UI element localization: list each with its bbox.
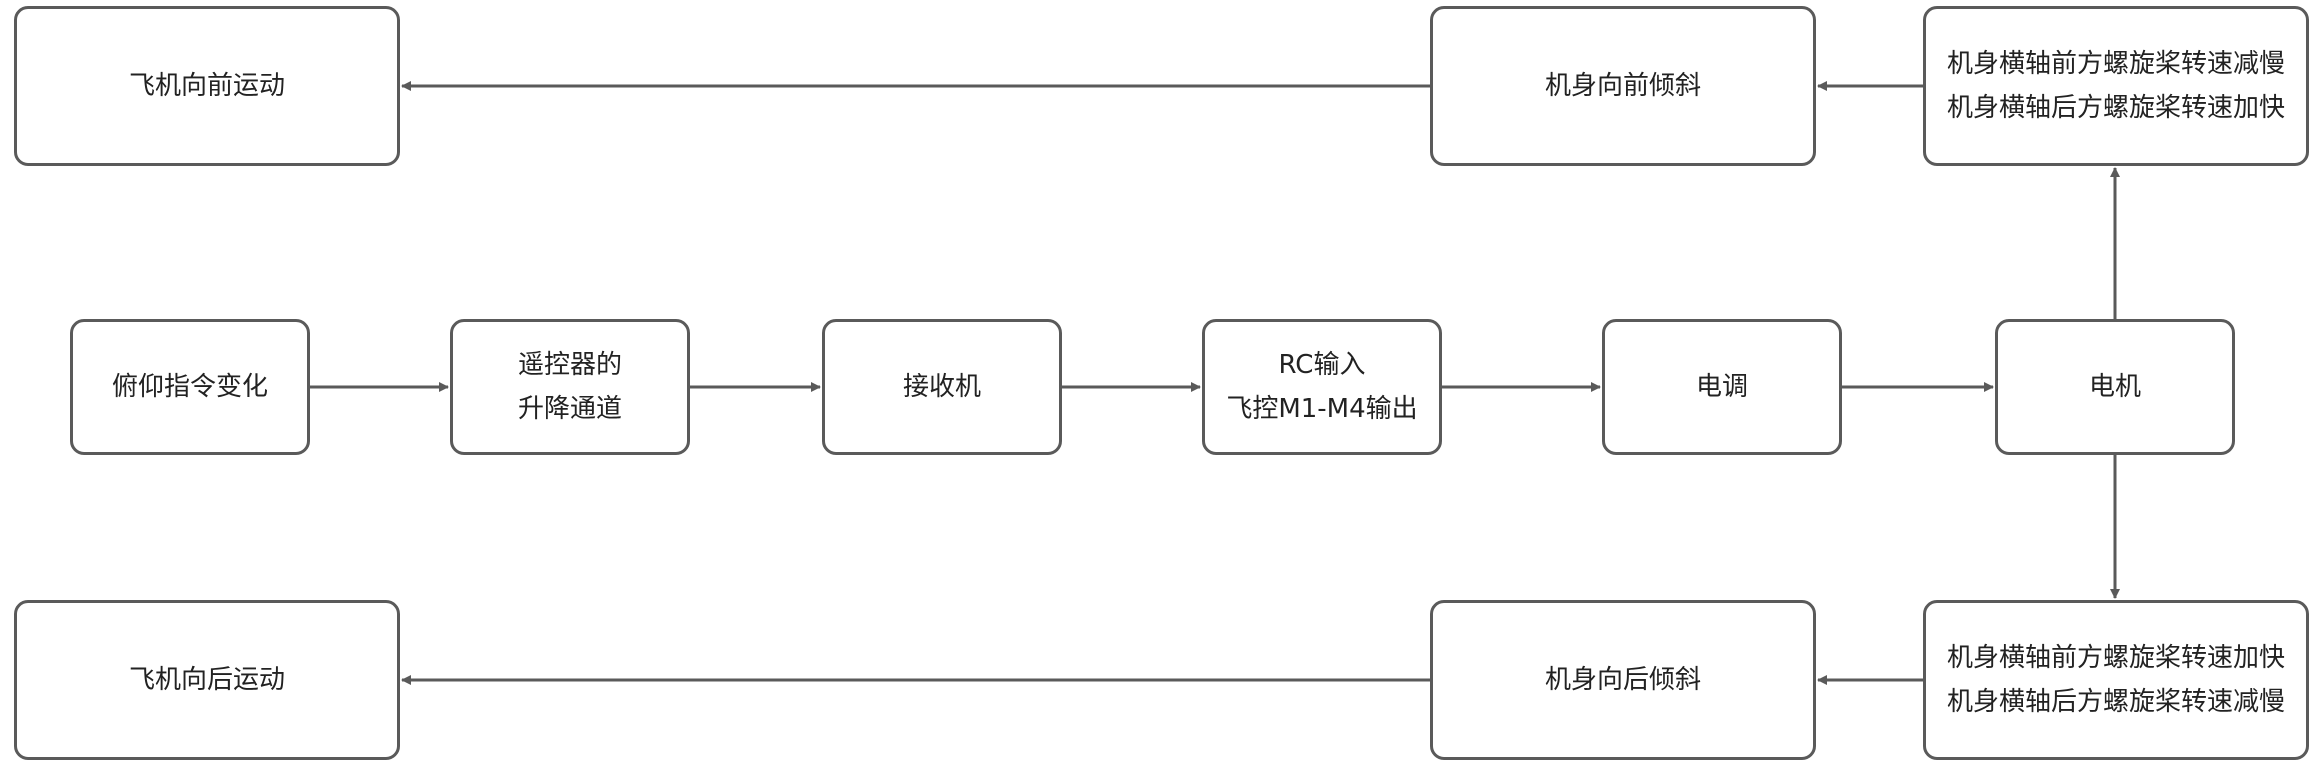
node-rc-elevator-channel: 遥控器的 升降通道 [450, 319, 690, 455]
node-flight-controller: RC输入 飞控M1-M4输出 [1202, 319, 1442, 455]
node-label-line: 接收机 [902, 372, 981, 402]
node-tilt-backward: 机身向后倾斜 [1430, 600, 1816, 760]
node-label-line: 机身横轴后方螺旋桨转速减慢 [1946, 687, 2285, 717]
node-label-line: 电机 [2088, 372, 2141, 402]
node-label-line: 机身向后倾斜 [1544, 665, 1701, 695]
node-receiver: 接收机 [822, 319, 1062, 455]
node-label-line: 遥控器的 [517, 350, 622, 380]
node-tilt-forward: 机身向前倾斜 [1430, 6, 1816, 166]
node-motor: 电机 [1995, 319, 2235, 455]
node-label-line: 机身横轴后方螺旋桨转速加快 [1946, 93, 2285, 123]
node-label-line: RC输入 [1278, 350, 1366, 380]
node-propeller-speed-backward: 机身横轴前方螺旋桨转速加快 机身横轴后方螺旋桨转速减慢 [1923, 600, 2309, 760]
node-label-line: 飞机向后运动 [128, 665, 285, 695]
node-label-line: 机身横轴前方螺旋桨转速减慢 [1946, 49, 2285, 79]
node-label-line: 升降通道 [517, 394, 622, 424]
node-pitch-command: 俯仰指令变化 [70, 319, 310, 455]
node-move-forward: 飞机向前运动 [14, 6, 400, 166]
node-propeller-speed-forward: 机身横轴前方螺旋桨转速减慢 机身横轴后方螺旋桨转速加快 [1923, 6, 2309, 166]
node-label-line: 飞控M1-M4输出 [1226, 394, 1418, 424]
node-label-line: 俯仰指令变化 [111, 372, 268, 402]
node-label-line: 电调 [1695, 372, 1748, 402]
node-move-backward: 飞机向后运动 [14, 600, 400, 760]
node-label-line: 飞机向前运动 [128, 71, 285, 101]
node-label-line: 机身向前倾斜 [1544, 71, 1701, 101]
node-esc: 电调 [1602, 319, 1842, 455]
node-label-line: 机身横轴前方螺旋桨转速加快 [1946, 643, 2285, 673]
